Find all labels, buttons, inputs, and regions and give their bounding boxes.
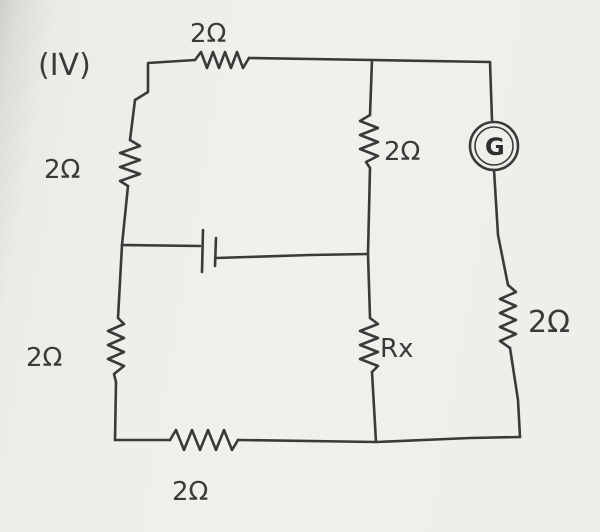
battery-short-plate: [213, 236, 218, 268]
resistor-right: [498, 283, 518, 350]
wire-bottom-right: [236, 435, 522, 444]
wire-left-upper: [128, 98, 137, 142]
label-resistor-middle-upper: 2Ω: [384, 137, 420, 167]
label-resistor-bottom: 2Ω: [172, 477, 208, 507]
wire-left-lower-b: [113, 380, 118, 442]
wire-top-left: [133, 58, 197, 102]
wire-right-bottom: [508, 346, 522, 439]
resistor-middle-upper: [358, 113, 380, 170]
label-resistor-right: 2Ω: [528, 305, 570, 340]
wire-mid-right: [214, 252, 370, 260]
resistor-rx: [358, 316, 380, 374]
wire-left-mid: [120, 184, 130, 247]
wire-right-mid: [492, 168, 510, 287]
wire-mid-left: [120, 243, 202, 248]
wire-right-top: [488, 60, 494, 122]
wire-top-right: [247, 56, 492, 64]
battery-long-plate: [200, 228, 205, 274]
wire-center-mid: [366, 166, 372, 320]
label-resistor-top: 2Ω: [190, 19, 226, 49]
wire-center-top: [368, 58, 374, 117]
galvanometer-label: G: [485, 133, 505, 161]
galvanometer-inner-ring: [474, 126, 514, 166]
resistor-lower-left: [106, 316, 126, 384]
wire-left-lower-a: [116, 243, 124, 320]
label-resistor-rx: Rx: [380, 334, 413, 364]
resistor-upper-left: [118, 138, 142, 188]
label-resistor-upper-left: 2Ω: [44, 155, 80, 185]
circuit-label: (IV): [38, 48, 91, 83]
wire-center-bottom: [370, 370, 378, 444]
label-resistor-lower-left: 2Ω: [26, 343, 62, 373]
resistor-top: [193, 50, 251, 70]
resistor-bottom: [168, 428, 240, 452]
